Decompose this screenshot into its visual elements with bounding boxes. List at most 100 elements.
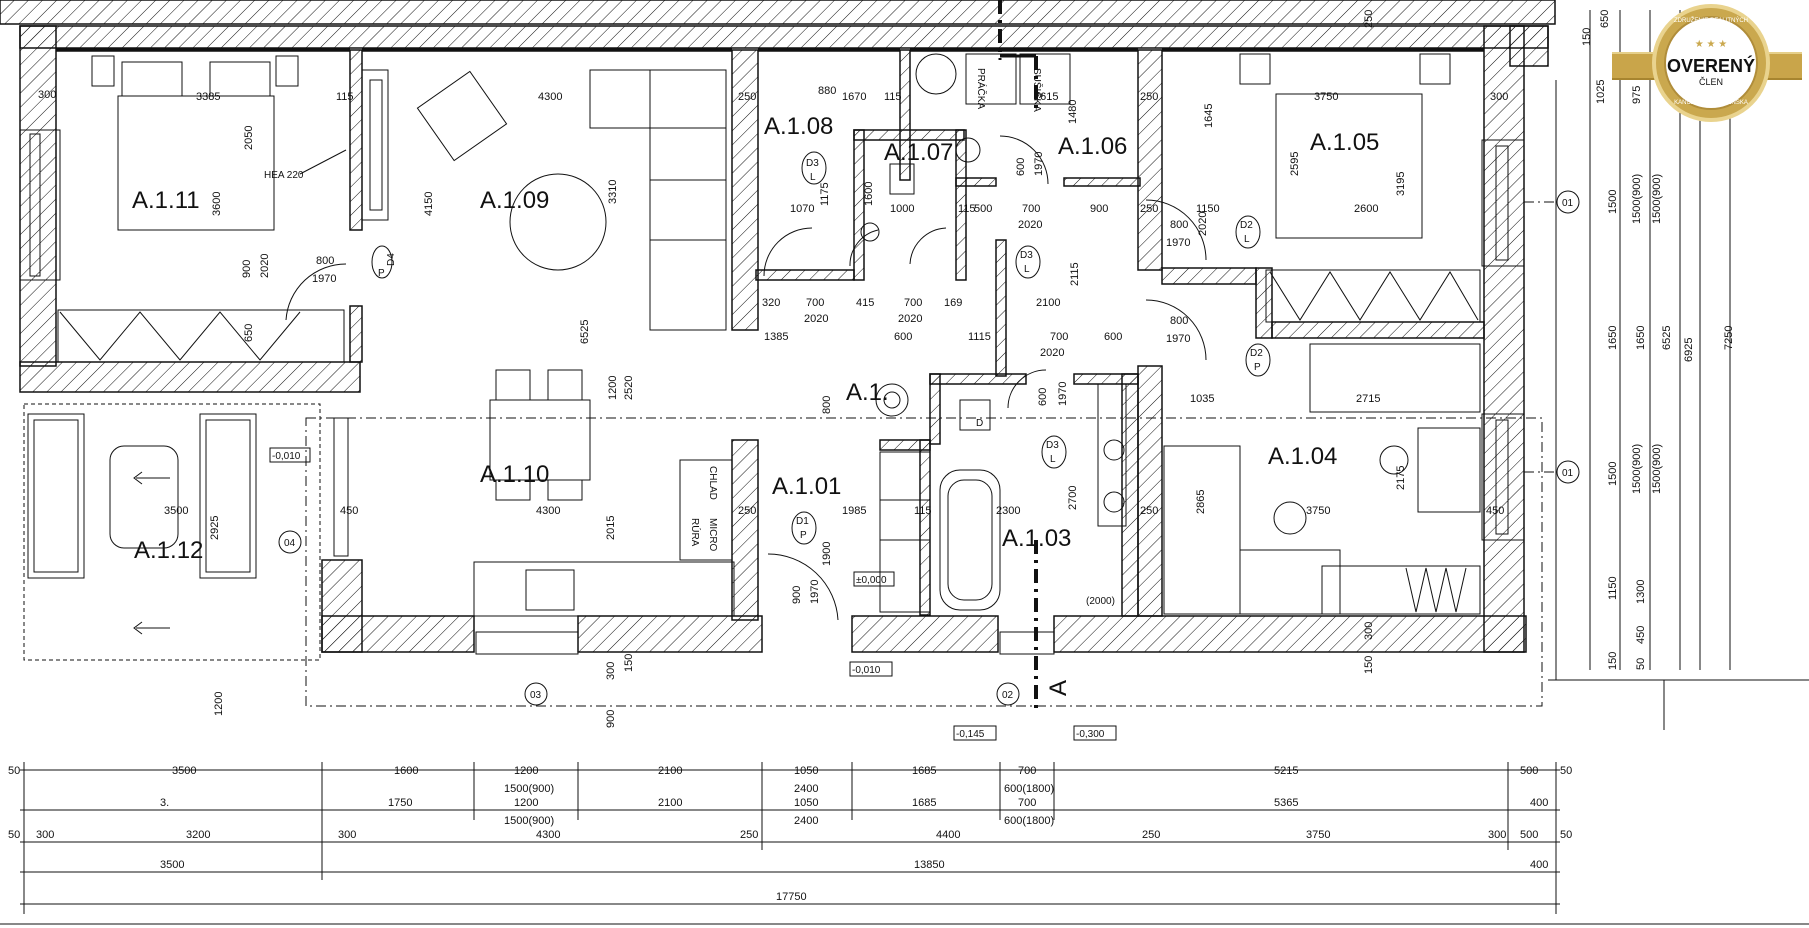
dimension-label: 450: [1635, 626, 1647, 644]
dimension-label: 3750: [1314, 91, 1338, 103]
bottom-dimensions: 50 3500 1600 1200 2100 1050 1685 700 521…: [8, 765, 1572, 903]
dimension-label: 1970: [1166, 333, 1190, 345]
dimension-label: 700: [1022, 203, 1040, 215]
dimension-label: 3600: [211, 192, 223, 216]
dimension-label: 1150: [1196, 203, 1220, 215]
dimension-label: 1985: [842, 505, 866, 517]
dimension-label: 2595: [1289, 152, 1301, 176]
axis-01-upper: 01: [1562, 198, 1574, 209]
dimension-label: 1600: [863, 182, 875, 206]
dimension-label: 3500: [172, 765, 196, 777]
dimension-label: 500: [1520, 765, 1538, 777]
dimension-label: 1750: [388, 797, 412, 809]
door-d3-c: D3: [1046, 440, 1059, 451]
dimension-label: 1685: [912, 797, 936, 809]
dimension-label: 1480: [1067, 100, 1079, 124]
dimension-label: 300: [338, 829, 356, 841]
dimension-label: 1150: [1607, 576, 1619, 600]
level-5: -0,300: [1076, 729, 1105, 740]
dimension-label: 2520: [623, 376, 635, 400]
door-d2-a: D2: [1240, 220, 1253, 231]
right-dimensions: 250 650 150 1025 975 1500 1500(900) 1500…: [1363, 10, 1735, 670]
bottom-dimension-lines: [0, 769, 1809, 925]
dimension-label: 2400: [794, 815, 818, 827]
dimension-label: 1035: [1190, 393, 1214, 405]
dimension-label: 1385: [764, 331, 788, 343]
dimension-label: 1050: [794, 765, 818, 777]
dimension-label: 169: [944, 297, 962, 309]
room-a101: A.1.01: [772, 473, 841, 500]
terrace: [23, 403, 1543, 707]
dimension-label: 1500(900): [1631, 444, 1643, 494]
dimension-label: 700: [1050, 331, 1068, 343]
dimension-label: 500: [1520, 829, 1538, 841]
dimension-label: 2715: [1356, 393, 1380, 405]
dimension-label: 250: [1140, 505, 1158, 517]
axis-03: 03: [530, 690, 542, 701]
dimension-label: 1200: [213, 692, 225, 716]
dimension-label: 4300: [538, 91, 562, 103]
dimension-label: 50: [1635, 658, 1647, 670]
axis-02: 02: [1002, 690, 1014, 701]
axis-04: 04: [284, 538, 296, 549]
dimension-label: 415: [856, 297, 874, 309]
dimension-label: 3200: [186, 829, 210, 841]
dimension-label: 2020: [1018, 219, 1042, 231]
dimension-label: 4300: [536, 505, 560, 517]
dimension-label: 250: [738, 91, 756, 103]
dimension-label: 1200: [514, 765, 538, 777]
dimension-label: 3750: [1306, 505, 1330, 517]
room-a111: A.1.11: [132, 187, 200, 214]
dimension-label: 17750: [776, 891, 807, 903]
room-a105: A.1.05: [1310, 129, 1379, 156]
badge-stars-icon: ★ ★ ★: [1694, 38, 1728, 50]
label-pracka: PRÁČKA: [975, 68, 988, 109]
dimension-label: 900: [605, 710, 617, 728]
dimension-label: 320: [762, 297, 780, 309]
dimension-label: 115: [884, 91, 902, 103]
dimension-label: 700: [1018, 797, 1036, 809]
dimension-label: 6925: [1683, 338, 1695, 362]
dimension-label: 250: [1140, 91, 1158, 103]
dimension-label: 2175: [1395, 466, 1407, 490]
dimension-label: 4300: [536, 829, 560, 841]
door-swings: [285, 135, 1207, 621]
furniture: [57, 53, 1481, 617]
axis-labels: 01 01 02 03 04: [284, 198, 1574, 701]
interior-walls: [56, 48, 1485, 621]
label-micro: MICRO: [707, 518, 718, 552]
dimension-label: 600: [1104, 331, 1122, 343]
dimension-label: 900: [1090, 203, 1108, 215]
dimension-label: 150: [1363, 656, 1375, 674]
dimension-label: 2100: [1036, 297, 1060, 309]
dimension-label: 1685: [912, 765, 936, 777]
room-a107: A.1.07: [884, 139, 953, 166]
dimension-label: 2020: [1040, 347, 1064, 359]
dimension-label: 5365: [1274, 797, 1298, 809]
dimension-label: 900: [791, 586, 803, 604]
dimension-label: 2015: [605, 516, 617, 540]
dimension-label: 400: [1530, 797, 1548, 809]
dimension-label: 450: [340, 505, 358, 517]
dimension-label: 800: [316, 255, 334, 267]
level-tags: -0,010 ±0,000 -0,010 -0,145 -0,300 (2000…: [269, 447, 1117, 741]
room-a110: A.1.10: [480, 461, 549, 488]
dimension-label: 250: [1363, 10, 1375, 28]
dimension-label: 1600: [394, 765, 418, 777]
dimension-label: 600: [1037, 388, 1049, 406]
door-d1-side: P: [800, 530, 807, 541]
level-4: -0,145: [956, 729, 985, 740]
dimension-label: 2300: [996, 505, 1020, 517]
dimension-label: 1300: [1635, 580, 1647, 604]
dimension-label: 2020: [898, 313, 922, 325]
dimension-label: 1500: [1607, 190, 1619, 214]
dimension-label: 2925: [209, 516, 221, 540]
dimension-label: 3195: [1395, 172, 1407, 196]
dimension-label: 250: [1142, 829, 1160, 841]
dimension-label: 1070: [790, 203, 814, 215]
badge-arc-bottom: KANCELÁRIÍ SLOVENSKA: [1674, 100, 1748, 106]
dimension-label: 2020: [804, 313, 828, 325]
toilet-d: D: [976, 418, 983, 429]
windows: [19, 129, 1525, 655]
dimension-label: 1970: [1033, 152, 1045, 176]
